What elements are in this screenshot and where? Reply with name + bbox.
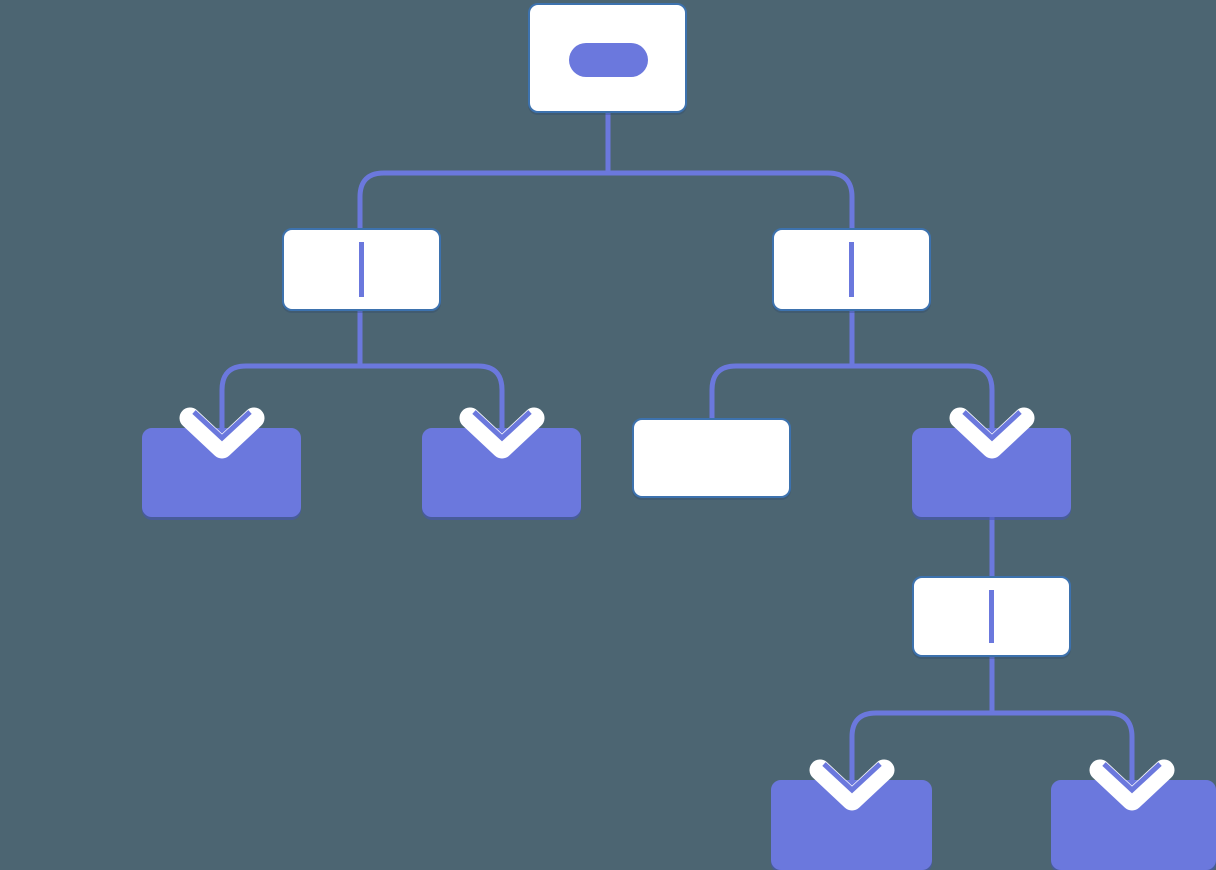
node-n5[interactable] [422,428,581,517]
connector-e2-5 [357,311,505,440]
connector-e8-9 [849,657,995,792]
node-n9[interactable] [771,780,932,870]
connector-e2-4 [219,311,363,440]
node-n10[interactable] [1051,780,1216,870]
connector-e3-7 [849,311,995,440]
node-n4[interactable] [142,428,301,517]
connector-e8-10 [989,657,1135,792]
node-n2-passthrough-line [359,242,364,297]
node-n7[interactable] [912,428,1071,517]
node-n8-passthrough-line [989,590,994,643]
node-n6[interactable] [632,418,791,498]
edges-group [219,3,1135,792]
node-n1-pill-icon [569,43,648,77]
node-n3-passthrough-line [849,242,854,297]
connector-e3-6 [709,311,855,420]
